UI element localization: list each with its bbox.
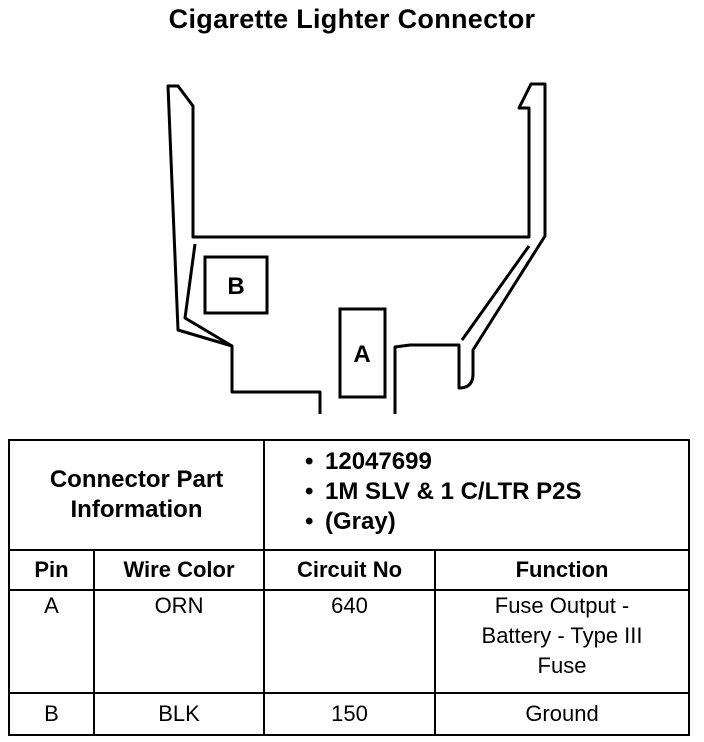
cell-function: Fuse Output - Battery - Type III Fuse — [434, 589, 691, 694]
cavity-b-label: B — [227, 273, 244, 300]
cell-pin: A — [8, 589, 95, 694]
connector-right-inner-edge — [460, 245, 531, 341]
connector-description: 1M SLV & 1 C/LTR P2S — [305, 477, 688, 507]
connector-info-table: Connector Part Information 12047699 1M S… — [7, 439, 691, 736]
cell-circuit-no: 640 — [263, 589, 437, 694]
connector-body-outline — [166, 82, 547, 414]
table-row: A ORN 640 Fuse Output - Battery - Type I… — [8, 589, 691, 694]
table-row: B BLK 150 Ground — [8, 692, 691, 736]
header-wire-color: Wire Color — [92, 549, 266, 591]
cavity-a-label: A — [353, 341, 370, 368]
cell-pin: B — [8, 692, 95, 736]
connector-part-info-label: Connector Part Information — [7, 439, 266, 551]
header-circuit-no: Circuit No — [263, 549, 437, 591]
connector-inner-edge — [183, 243, 233, 348]
cavity-a-box — [338, 307, 387, 399]
connector-color: (Gray) — [305, 507, 688, 537]
table-header-row: Pin Wire Color Circuit No Function — [8, 549, 691, 591]
diagram-title: Cigarette Lighter Connector — [168, 4, 536, 34]
cell-circuit-no: 150 — [263, 692, 437, 736]
cell-wire-color: BLK — [92, 692, 266, 736]
part-number: 12047699 — [305, 447, 688, 477]
cell-wire-color: ORN — [92, 589, 266, 694]
header-pin: Pin — [8, 549, 95, 591]
header-function: Function — [434, 549, 691, 591]
connector-part-info-list: 12047699 1M SLV & 1 C/LTR P2S (Gray) — [263, 439, 691, 551]
cell-function: Ground — [434, 692, 691, 736]
connector-outline-drawing: B A — [166, 82, 547, 414]
cavity-b-box — [203, 255, 269, 315]
